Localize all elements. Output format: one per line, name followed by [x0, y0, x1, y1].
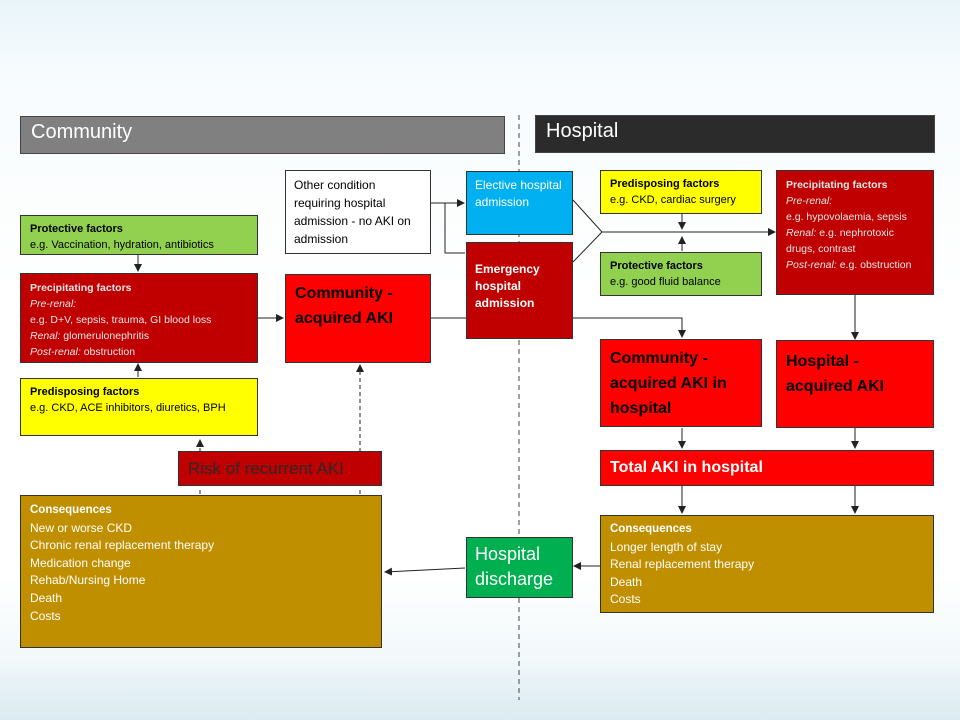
community-renal-text: glomerulonephritis: [60, 330, 150, 342]
community-precipitating-postrenal: Post-renal: obstruction: [30, 344, 248, 360]
hospital-protective-text: e.g. good fluid balance: [610, 276, 721, 288]
hospital-consequences-title: Consequences: [610, 523, 692, 535]
community-acquired-aki-in-hospital: Community - acquired AKI in hospital: [600, 339, 762, 427]
community-precipitating-title: Precipitating factors: [30, 282, 132, 294]
hospital-consequence-item: Death: [610, 574, 643, 589]
community-predisposing-title: Predisposing factors: [30, 386, 140, 398]
hospital-consequence-item: Renal replacement therapy: [610, 557, 755, 571]
hospital-protective-title: Protective factors: [610, 260, 703, 272]
hospital-postrenal-label: Post-renal:: [786, 259, 837, 271]
hospital-predisposing-title: Predisposing factors: [610, 178, 720, 190]
hospital-discharge: Hospital discharge: [466, 537, 573, 598]
admission-chevron: [572, 199, 603, 263]
hospital-precipitating-prerenal: Pre-renal:: [786, 195, 833, 207]
hospital-renal-text: e.g. nephrotoxic drugs, contrast: [786, 227, 894, 255]
hospital-predisposing-factors: Predisposing factors e.g. CKD, cardiac s…: [600, 170, 762, 214]
community-predisposing-text: e.g. CKD, ACE inhibitors, diuretics, BPH: [30, 402, 226, 414]
hospital-acquired-aki: Hospital - acquired AKI: [776, 340, 934, 428]
hospital-predisposing-text: e.g. CKD, cardiac surgery: [610, 194, 736, 206]
other-condition-box: Other condition requiring hospital admis…: [285, 170, 431, 254]
total-aki-in-hospital: Total AKI in hospital: [600, 450, 934, 486]
hospital-consequence-item: Longer length of stay: [610, 539, 723, 554]
community-protective-factors: Protective factors e.g. Vaccination, hyd…: [20, 215, 258, 255]
hospital-precipitating-title: Precipitating factors: [786, 179, 888, 191]
background-bottom-decoration: [0, 660, 960, 720]
community-consequence-item: New or worse CKD: [30, 520, 133, 535]
bracket-other-condition: [431, 202, 465, 254]
community-postrenal-text: obstruction: [80, 346, 136, 358]
community-consequences: Consequences New or worse CKD Chronic re…: [20, 495, 382, 648]
hospital-header: Hospital: [535, 115, 935, 153]
hospital-renal-label: Renal:: [786, 227, 817, 239]
community-precipitating-prerenal: Pre-renal:: [30, 298, 77, 310]
community-renal-label: Renal:: [30, 330, 61, 342]
background-top-decoration: [0, 0, 960, 70]
risk-recurrent-aki: Risk of recurrent AKI: [178, 451, 382, 486]
community-predisposing-factors: Predisposing factors e.g. CKD, ACE inhib…: [20, 378, 258, 436]
community-precipitating-prerenal-examples: e.g. D+V, sepsis, trauma, GI blood loss: [30, 314, 212, 326]
community-consequence-item: Rehab/Nursing Home: [30, 573, 146, 588]
arrow-discharge-to-community-consequences: [384, 567, 466, 576]
community-consequence-item: Costs: [30, 608, 61, 623]
hospital-precipitating-renal: Renal: e.g. nephrotoxic drugs, contrast: [786, 225, 924, 257]
community-protective-title: Protective factors: [30, 223, 123, 235]
hospital-consequence-item: Costs: [610, 592, 641, 606]
hospital-precipitating-factors: Precipitating factors Pre-renal: e.g. hy…: [776, 170, 934, 295]
community-consequence-item: Chronic renal replacement therapy: [30, 538, 215, 553]
hospital-consequences: Consequences Longer length of stay Renal…: [600, 515, 934, 613]
community-consequence-item: Medication change: [30, 555, 131, 570]
community-header: Community: [20, 116, 505, 154]
community-acquired-aki: Community - acquired AKI: [285, 274, 431, 363]
hospital-precipitating-postrenal: Post-renal: e.g. obstruction: [786, 257, 924, 273]
emergency-admission: Emergency hospital admission: [466, 242, 573, 339]
community-precipitating-renal: Renal: glomerulonephritis: [30, 328, 248, 344]
community-precipitating-factors: Precipitating factors Pre-renal: e.g. D+…: [20, 273, 258, 363]
elective-admission: Elective hospital admission: [466, 171, 573, 235]
community-postrenal-label: Post-renal:: [30, 346, 81, 358]
hospital-protective-factors: Protective factors e.g. good fluid balan…: [600, 252, 762, 296]
community-protective-text: e.g. Vaccination, hydration, antibiotics: [30, 239, 214, 251]
community-consequences-title: Consequences: [30, 504, 112, 516]
community-consequence-item: Death: [30, 590, 63, 605]
hospital-precipitating-prerenal-examples: e.g. hypovolaemia, sepsis: [786, 211, 907, 223]
hospital-postrenal-text: e.g. obstruction: [836, 259, 912, 271]
